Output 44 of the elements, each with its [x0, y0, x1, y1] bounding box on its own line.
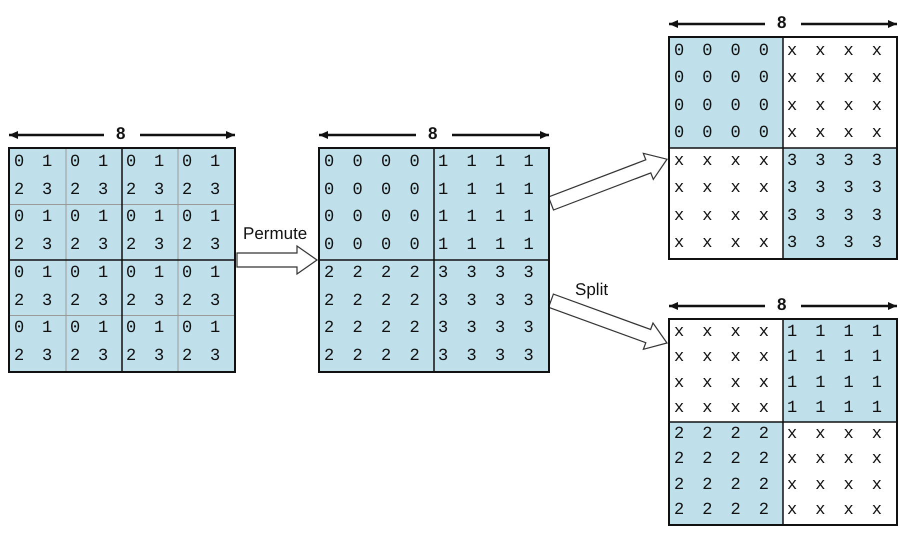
matrix-row: x x x x 3 3 3 3 — [674, 152, 886, 172]
matrix-row: 2 2 2 2 x x x x — [674, 501, 886, 522]
matrix-row: 2 2 2 2 x x x x — [674, 476, 886, 496]
matrix-row: 2 2 2 2 3 3 3 3 — [324, 264, 538, 284]
matrix-row: 2 2 2 2 3 3 3 3 — [324, 292, 538, 312]
matrix-row: 0 0 0 0 1 1 1 1 — [324, 180, 538, 201]
matrix-row: 0 0 0 0 x x x x — [674, 42, 886, 62]
matrix-row: x x x x 1 1 1 1 — [674, 374, 886, 394]
matrix-row: 2 3 2 3 2 3 2 3 — [14, 347, 224, 368]
matrix-row: 0 0 0 0 1 1 1 1 — [324, 208, 538, 228]
matrix-row: 0 1 0 1 0 1 0 1 — [14, 208, 224, 228]
matrix-row: 0 1 0 1 0 1 0 1 — [14, 264, 224, 284]
matrix-row: 2 3 2 3 2 3 2 3 — [14, 180, 224, 201]
dimension-label: 8 — [116, 124, 126, 144]
block-arrow — [236, 244, 318, 276]
matrix-grid — [318, 147, 550, 373]
matrix-grid — [668, 318, 898, 526]
matrix-row: 2 2 2 2 3 3 3 3 — [324, 319, 538, 340]
block-arrow — [548, 152, 668, 211]
dimension-label: 8 — [428, 124, 438, 144]
dimension-label: 8 — [777, 295, 786, 315]
matrix-row: 0 0 0 0 1 1 1 1 — [324, 152, 538, 173]
matrix-row: 0 1 0 1 0 1 0 1 — [14, 152, 224, 173]
matrix-row: 2 2 2 2 x x x x — [674, 424, 886, 445]
matrix-row: 2 3 2 3 2 3 2 3 — [14, 292, 224, 312]
matrix-row: x x x x 3 3 3 3 — [674, 206, 886, 227]
annotation-text: Split — [575, 280, 608, 300]
matrix-grid — [668, 36, 898, 260]
matrix-grid — [8, 147, 236, 373]
matrix-row: 2 2 2 2 x x x x — [674, 450, 886, 470]
matrix-row: 2 2 2 2 3 3 3 3 — [324, 347, 538, 368]
dimension-label: 8 — [777, 13, 786, 33]
matrix-row: 0 1 0 1 0 1 0 1 — [14, 319, 224, 340]
matrix-row: x x x x 1 1 1 1 — [674, 322, 886, 343]
matrix-row: x x x x 3 3 3 3 — [674, 234, 886, 254]
matrix-row: 0 0 0 0 1 1 1 1 — [324, 236, 538, 256]
matrix-row: x x x x 3 3 3 3 — [674, 179, 886, 200]
matrix-row: x x x x 1 1 1 1 — [674, 348, 886, 368]
matrix-row: 2 3 2 3 2 3 2 3 — [14, 236, 224, 256]
block-arrow — [548, 293, 668, 350]
matrix-row: 0 0 0 0 x x x x — [674, 96, 886, 117]
matrix-row: 0 0 0 0 x x x x — [674, 124, 886, 144]
matrix-row: x x x x 1 1 1 1 — [674, 399, 886, 420]
matrix-row: 0 0 0 0 x x x x — [674, 69, 886, 90]
